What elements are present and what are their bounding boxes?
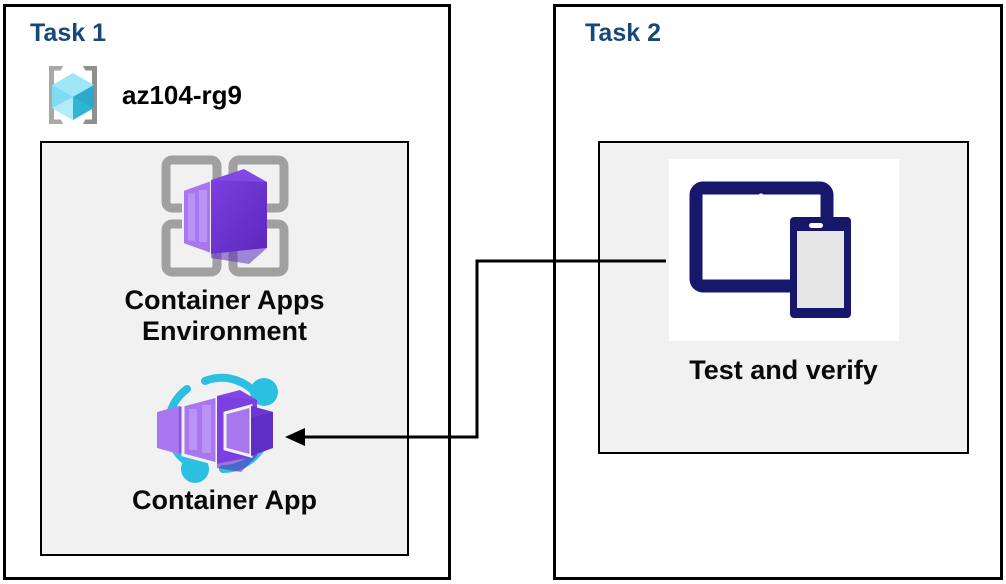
test-and-verify-devices-icon: [689, 174, 879, 326]
container-app-icon: [145, 368, 305, 483]
resource-group-name: az104-rg9: [122, 79, 242, 110]
node-test-and-verify: Test and verify: [598, 159, 969, 386]
resource-group-icon: [36, 58, 110, 132]
resource-group-header: az104-rg9: [36, 58, 242, 132]
node-container-app: Container App: [40, 368, 409, 516]
node-container-apps-environment: Container Apps Environment: [40, 152, 409, 346]
task-2-title: Task 2: [585, 19, 661, 47]
container-app-caption: Container App: [132, 485, 317, 515]
container-apps-environment-caption: Container Apps Environment: [124, 285, 325, 346]
test-icon-plate: [668, 159, 899, 341]
test-and-verify-caption: Test and verify: [689, 355, 878, 385]
task-1-title: Task 1: [30, 19, 106, 47]
container-apps-environment-icon: [149, 152, 301, 280]
